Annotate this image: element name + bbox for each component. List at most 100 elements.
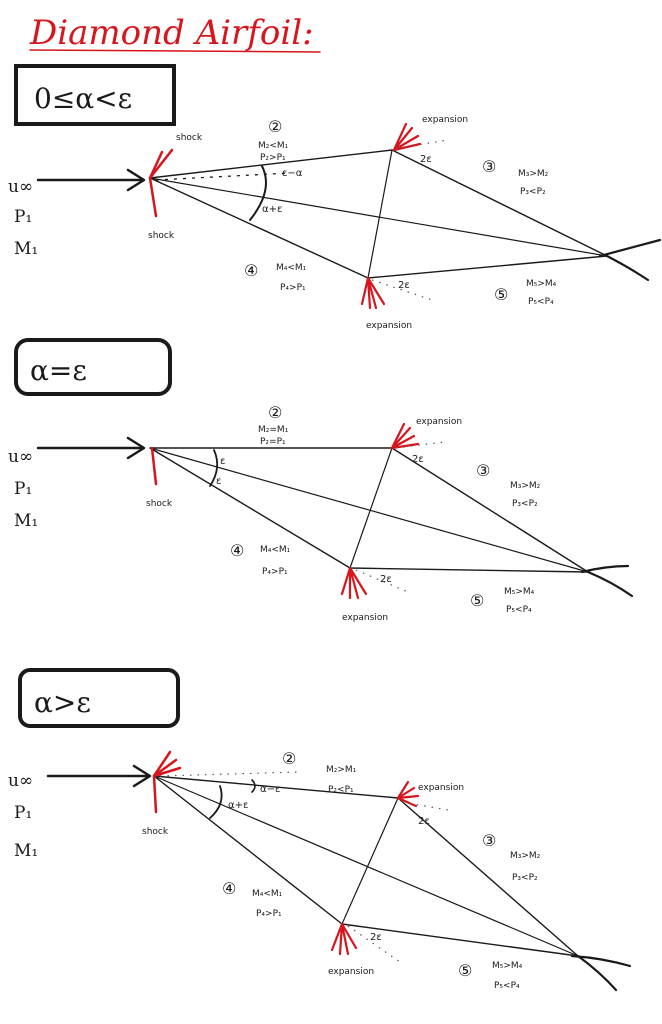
- case-2-condition-box: [14, 338, 172, 396]
- region-5-number: ⑤: [494, 285, 508, 304]
- case-3: α>ε u∞ P₁ M₁ shock expansion expansion α…: [8, 668, 632, 992]
- expansion-top-label: expansion: [418, 783, 464, 793]
- angle-label-b: ε: [216, 476, 221, 487]
- region-5-number: ⑤: [470, 591, 484, 610]
- region-4-pressure: P₄>P₁: [262, 567, 288, 577]
- shock-bottom-label: shock: [146, 499, 173, 509]
- shock-bottom-label: shock: [142, 827, 169, 837]
- two-eps-bottom: 2ε: [398, 280, 410, 291]
- region-4-mach: M₄<M₁: [276, 263, 307, 273]
- title-underline: [29, 49, 321, 53]
- case-2-condition: α=ε: [30, 354, 87, 387]
- region-2-number: ②: [268, 403, 282, 422]
- shock-top-label: shock: [176, 133, 203, 143]
- angle-label-bottom: α+ε: [228, 800, 248, 811]
- region-3-mach: M₃>M₂: [518, 169, 549, 179]
- shock-bottom-label: shock: [148, 231, 175, 241]
- region-3-number: ③: [476, 461, 490, 480]
- freestream-mach: M₁: [14, 511, 38, 531]
- region-5-mach: M₅>M₄: [526, 279, 557, 289]
- expansion-bottom-label: expansion: [342, 613, 388, 623]
- region-2-pressure: P₂<P₁: [328, 785, 354, 795]
- angle-arc-bottom: [209, 785, 223, 819]
- two-eps-top: 2ε: [412, 454, 424, 465]
- case-3-condition: α>ε: [34, 686, 91, 719]
- region-3-pressure: P₃<P₂: [520, 187, 546, 197]
- region-3-mach: M₃>M₂: [510, 481, 541, 491]
- two-eps-top: 2ε: [418, 816, 430, 827]
- region-5-pressure: P₅<P₄: [506, 605, 532, 615]
- freestream-mach: M₁: [14, 239, 38, 259]
- freestream-reference-dash: [155, 172, 291, 181]
- expansion-bottom-dash: [347, 925, 401, 963]
- case-1-condition: 0≤α<ε: [34, 82, 132, 115]
- wake-lines: [570, 954, 632, 992]
- region-3-pressure: P₃<P₂: [512, 499, 538, 509]
- two-eps-bottom: 2ε: [370, 932, 382, 943]
- region-4-number: ④: [230, 541, 244, 560]
- region-5-number: ⑤: [458, 961, 472, 980]
- region-5-pressure: P₅<P₄: [494, 981, 520, 991]
- angle-arc-top: [251, 779, 256, 793]
- region-4-mach: M₄<M₁: [260, 545, 291, 555]
- region-3-number: ③: [482, 831, 496, 850]
- shock-bottom-red: [148, 176, 158, 218]
- two-eps-bottom: 2ε: [380, 574, 392, 585]
- expansion-top-dash: [395, 441, 445, 449]
- angle-arc-case1: [249, 165, 267, 221]
- freestream-reference-dash: [159, 771, 301, 777]
- expansion-top-dash: [401, 801, 449, 811]
- freestream-arrowhead: [132, 764, 152, 788]
- shock-top-red: [152, 750, 182, 778]
- chord-line: [149, 177, 608, 257]
- angle-label-a: ε: [220, 456, 225, 467]
- freestream-mach: M₁: [14, 841, 38, 861]
- region-2-number: ②: [282, 749, 296, 768]
- region-3-mach: M₃>M₂: [510, 851, 541, 861]
- region-5-mach: M₅>M₄: [492, 961, 523, 971]
- angle-label-top: ε−α: [282, 168, 303, 179]
- region-4-number: ④: [222, 879, 236, 898]
- expansion-top-dash: [397, 139, 449, 149]
- wake-lines: [598, 238, 662, 282]
- expansion-top-fan: [392, 122, 422, 152]
- expansion-bottom-label: expansion: [366, 321, 412, 331]
- region-2-mach: M₂=M₁: [258, 425, 289, 435]
- expansion-bottom-fan: [340, 566, 368, 600]
- chord-line: [153, 775, 579, 957]
- region-2-pressure: P₂>P₁: [260, 153, 286, 163]
- region-4-number: ④: [244, 261, 258, 280]
- shock-top-red: [148, 148, 174, 180]
- region-2-number: ②: [268, 117, 282, 136]
- region-3-pressure: P₃<P₂: [512, 873, 538, 883]
- freestream-velocity: u∞: [8, 771, 33, 791]
- two-eps-top: 2ε: [420, 154, 432, 165]
- angle-arc-case2: [209, 449, 219, 487]
- case-1-condition-box: [14, 64, 176, 126]
- expansion-bottom-label: expansion: [328, 967, 374, 977]
- case-1: 0≤α<ε u∞ P₁ M₁ shock shock expansion exp…: [8, 64, 662, 331]
- thickness-line: [341, 797, 399, 925]
- freestream-pressure: P₁: [14, 479, 32, 499]
- angle-label-bottom: α+ε: [262, 204, 282, 215]
- region-4-mach: M₄<M₁: [252, 889, 283, 899]
- expansion-bottom-dash: [371, 279, 433, 301]
- expansion-bottom-fan: [330, 922, 358, 956]
- freestream-pressure: P₁: [14, 803, 32, 823]
- expansion-top-fan: [390, 422, 420, 450]
- region-4-pressure: P₄>P₁: [280, 283, 306, 293]
- wake-lines: [580, 564, 634, 598]
- region-3-number: ③: [482, 157, 496, 176]
- expansion-top-label: expansion: [422, 115, 468, 125]
- freestream-arrowhead: [126, 436, 146, 460]
- region-5-mach: M₅>M₄: [504, 587, 535, 597]
- case-2: α=ε u∞ P₁ M₁ shock expansion expansion ε…: [8, 338, 634, 623]
- shock-bottom-red: [152, 774, 158, 814]
- region-2-mach: M₂>M₁: [326, 765, 357, 775]
- expansion-top-label: expansion: [416, 417, 462, 427]
- region-4-pressure: P₄>P₁: [256, 909, 282, 919]
- angle-label-top: α−ε: [260, 784, 280, 795]
- case-3-condition-box: [18, 668, 180, 728]
- thickness-line: [367, 149, 393, 279]
